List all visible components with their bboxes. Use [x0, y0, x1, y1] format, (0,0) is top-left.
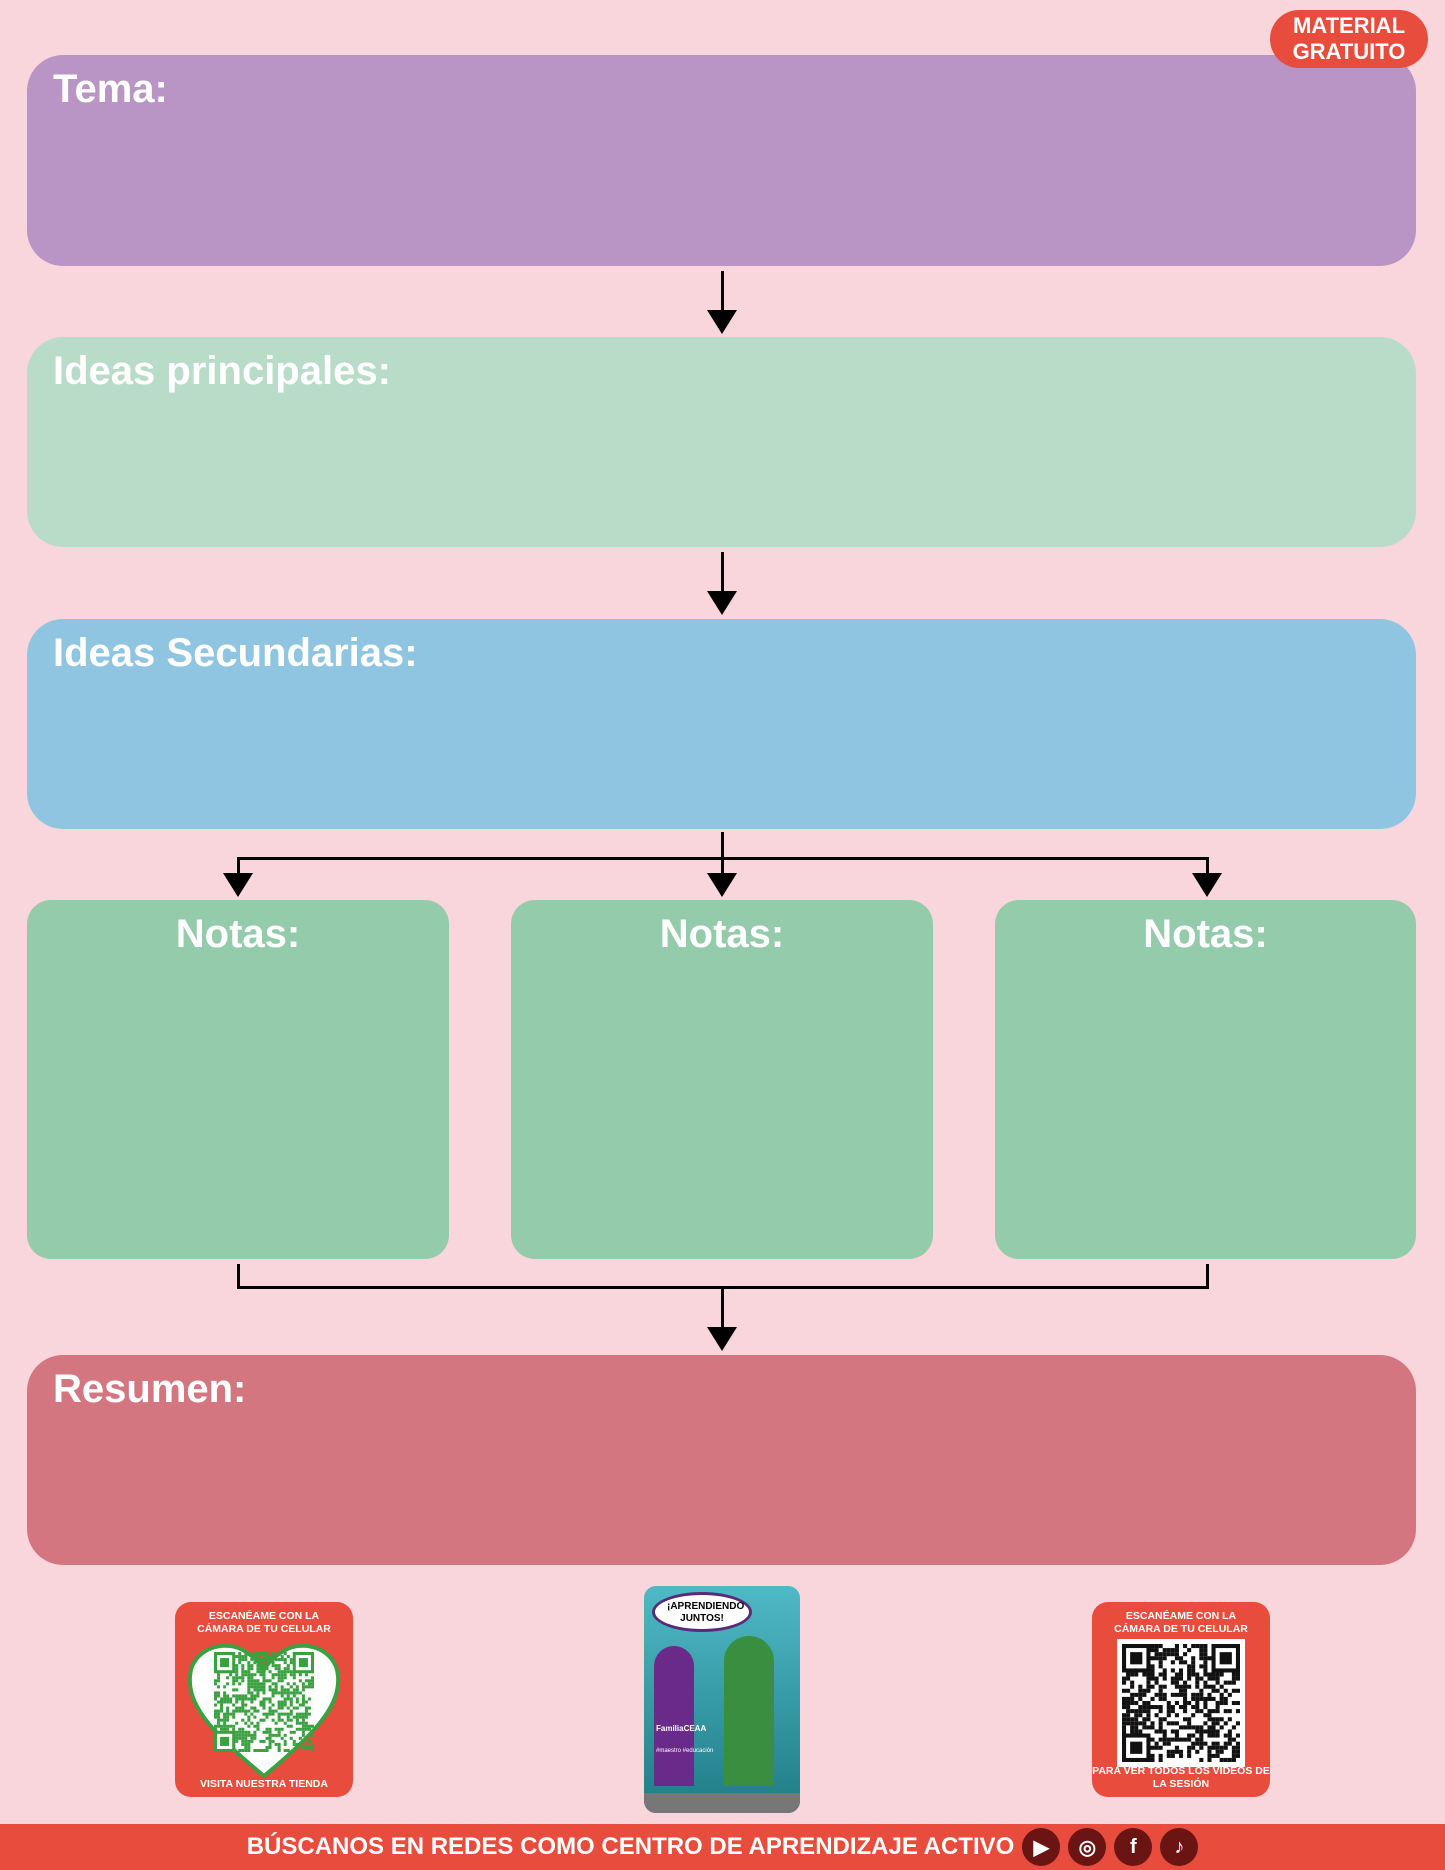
footer-text: BÚSCANOS EN REDES COMO CENTRO DE APRENDI… — [246, 1833, 1015, 1860]
footer-bar: BÚSCANOS EN REDES COMO CENTRO DE APRENDI… — [0, 1824, 1445, 1870]
connector — [237, 1264, 240, 1289]
notas-box-3[interactable]: Notas: — [995, 900, 1416, 1259]
notas-box-2[interactable]: Notas: — [511, 900, 933, 1259]
arrow-down-icon — [707, 873, 737, 897]
ideas-principales-label: Ideas principales: — [53, 349, 391, 393]
notas-label: Notas: — [175, 912, 301, 956]
qr-code[interactable] — [1117, 1639, 1245, 1767]
ideas-secundarias-box[interactable]: Ideas Secundarias: — [27, 619, 1416, 829]
tema-box[interactable]: Tema: — [27, 55, 1416, 266]
qr-caption: PARA VER TODOS LOS VIDEOS DE LA SESIÓN — [1092, 1765, 1270, 1790]
videos-qr-card[interactable]: ESCANÉAME CON LA CÁMARA DE TU CELULAR PA… — [1092, 1602, 1270, 1797]
social-video-preview[interactable]: ¡APRENDIENDO JUNTOS! FamiliaCEAA #maestr… — [644, 1586, 800, 1813]
phone-tags: #maestro #educación — [656, 1748, 714, 1754]
connector — [721, 1286, 724, 1330]
phone-nav-bar — [644, 1793, 800, 1813]
connector — [721, 271, 724, 313]
youtube-icon[interactable]: ▶ — [1022, 1828, 1061, 1866]
ideas-secundarias-label: Ideas Secundarias: — [53, 631, 418, 675]
connector — [237, 857, 240, 875]
speech-bubble: ¡APRENDIENDO JUNTOS! — [652, 1592, 752, 1632]
connector — [237, 857, 1209, 860]
heart-qr-code[interactable] — [186, 1638, 342, 1779]
arrow-down-icon — [707, 591, 737, 615]
store-qr-card[interactable]: ESCANÉAME CON LA CÁMARA DE TU CELULAR VI… — [175, 1602, 353, 1797]
qr-caption: ESCANÉAME CON LA CÁMARA DE TU CELULAR — [197, 1610, 331, 1635]
qr-caption: ESCANÉAME CON LA CÁMARA DE TU CELULAR — [1114, 1610, 1248, 1635]
notas-label: Notas: — [1143, 912, 1268, 956]
badge-line: GRATUITO — [1292, 39, 1406, 64]
connector — [1206, 1264, 1209, 1289]
phone-handle: FamiliaCEAA — [656, 1724, 707, 1733]
teacher-illustration — [654, 1646, 694, 1786]
teacher-illustration — [724, 1636, 774, 1786]
arrow-down-icon — [1192, 873, 1222, 897]
connector — [1206, 857, 1209, 875]
resumen-label: Resumen: — [53, 1367, 247, 1411]
arrow-down-icon — [707, 1327, 737, 1351]
instagram-icon[interactable]: ◎ — [1068, 1828, 1107, 1866]
tiktok-icon[interactable]: ♪ — [1160, 1828, 1199, 1866]
qr-caption: VISITA NUESTRA TIENDA — [200, 1778, 328, 1790]
badge-line: MATERIAL — [1292, 13, 1406, 38]
resumen-box[interactable]: Resumen: — [27, 1355, 1416, 1565]
tema-label: Tema: — [53, 67, 168, 111]
notas-label: Notas: — [659, 912, 785, 956]
notas-box-1[interactable]: Notas: — [27, 900, 449, 1259]
connector — [721, 552, 724, 594]
ideas-principales-box[interactable]: Ideas principales: — [27, 337, 1416, 547]
connector — [721, 832, 724, 874]
arrow-down-icon — [223, 873, 253, 897]
arrow-down-icon — [707, 310, 737, 334]
facebook-icon[interactable]: f — [1114, 1828, 1153, 1866]
